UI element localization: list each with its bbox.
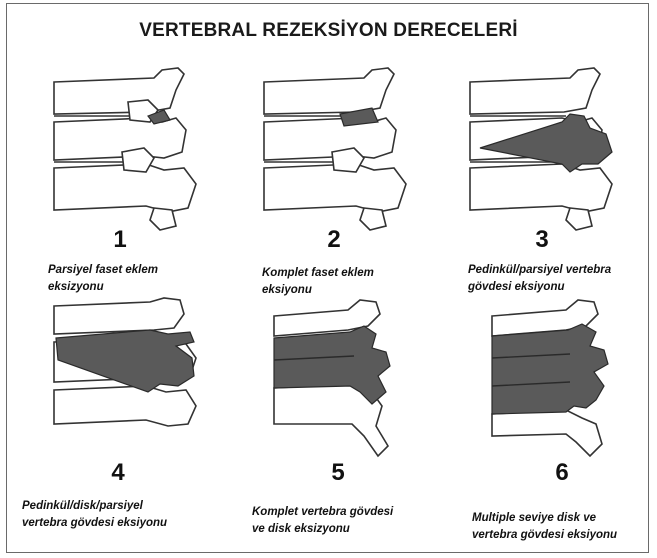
spine-illustration-6 [486, 296, 636, 466]
panel-number-3: 3 [522, 226, 562, 254]
resected-area-6 [492, 324, 608, 414]
panel-caption-4b: vertebra gövdesi eksiyonu [22, 515, 167, 532]
panel-caption-5b: ve disk eksizyonu [252, 521, 350, 538]
spine-illustration-5 [268, 296, 418, 466]
panel-6 [486, 296, 636, 466]
panel-caption-2a: Komplet faset eklem [262, 265, 374, 282]
panel-caption-6a: Multiple seviye disk ve [472, 510, 596, 527]
panel-number-5: 5 [318, 459, 358, 487]
panel-caption-6b: vertebra gövdesi eksiyonu [472, 527, 617, 544]
resected-area-4 [56, 330, 194, 392]
figure-title: VERTEBRAL REZEKSİYON DERECELERİ [0, 20, 657, 42]
spine-illustration-3 [466, 60, 636, 240]
panel-caption-5a: Komplet vertebra gövdesi [252, 504, 393, 521]
panel-caption-3a: Pedinkül/parsiyel vertebra [468, 262, 611, 279]
panel-caption-1b: eksizyonu [48, 279, 104, 296]
panel-2 [260, 60, 420, 240]
panel-caption-1a: Parsiyel faset eklem [48, 262, 158, 279]
panel-caption-3b: gövdesi eksiyonu [468, 279, 565, 296]
panel-number-6: 6 [542, 459, 582, 487]
panel-number-4: 4 [98, 459, 138, 487]
spine-illustration-1 [50, 60, 210, 240]
panel-4 [50, 298, 220, 448]
spine-illustration-2 [260, 60, 420, 240]
panel-caption-4a: Pedinkül/disk/parsiyel [22, 498, 143, 515]
spine-illustration-4 [50, 298, 220, 448]
panel-number-1: 1 [100, 226, 140, 254]
panel-1 [50, 60, 210, 240]
panel-3 [466, 60, 636, 240]
panel-5 [268, 296, 418, 466]
panel-number-2: 2 [314, 226, 354, 254]
